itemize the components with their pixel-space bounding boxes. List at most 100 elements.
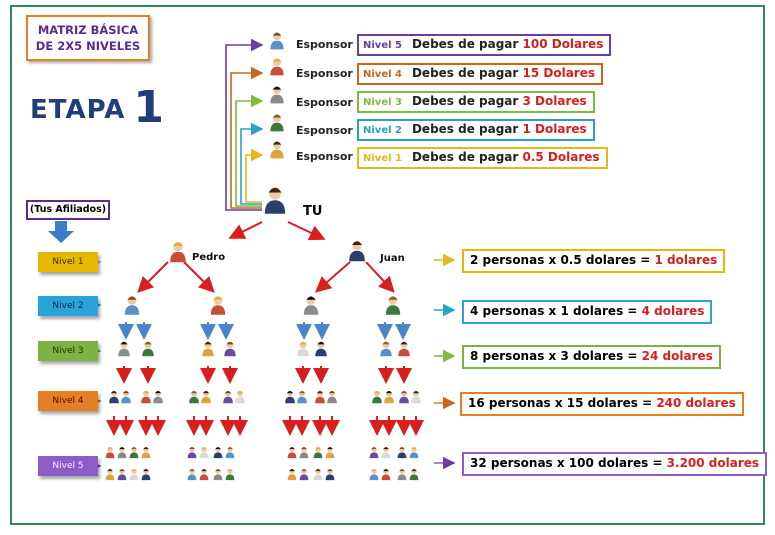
- pedro-icon: [170, 241, 186, 263]
- sponsor-2-text: Debes de pagar: [411, 122, 523, 136]
- sponsor-4-label: Esponsor 4: [296, 67, 365, 80]
- blue-arrows: [118, 322, 411, 340]
- level-5-person-icon: [187, 446, 197, 459]
- sponsor-5-text: Debes de pagar: [411, 37, 523, 51]
- sponsor-2-amount: 1 Dolares: [522, 122, 587, 136]
- level-5-person-icon: [199, 446, 209, 459]
- sponsor-2-label: Esponsor 2: [296, 124, 365, 137]
- level-4-person-icon: [109, 390, 119, 404]
- affiliates-label: (Tus Afiliados): [26, 200, 110, 220]
- level-4-calc: 16 personas x 15 dolares = 240 dolares: [460, 392, 744, 416]
- level-2-person-icon: [210, 296, 226, 315]
- title: MATRIZ BÁSICA DE 2X5 NIVELES: [35, 23, 141, 53]
- level-2-calc-result: 4 dolares: [641, 304, 705, 318]
- sponsor-4-amount: 15 Dolares: [522, 66, 596, 80]
- sponsor-1-level: Nivel 1: [363, 153, 402, 164]
- level-4-person-icon: [121, 390, 131, 404]
- level-2-badge: Nivel 2: [38, 296, 98, 316]
- level-1-badge: Nivel 1: [38, 252, 98, 272]
- level-3-calc: 8 personas x 3 dolares = 24 dolares: [462, 345, 721, 369]
- sponsor-5-label: Esponsor 5: [296, 38, 365, 51]
- you-icon: [264, 187, 286, 214]
- level-3-person-icon: [380, 341, 392, 357]
- level-5-person-icon: [381, 468, 391, 481]
- you-label: TU: [303, 204, 323, 219]
- red-down-arrows: [106, 366, 424, 436]
- level-4-person-icon: [235, 390, 245, 404]
- level-4-person-icon: [399, 390, 409, 404]
- level-4-person-icon: [223, 390, 233, 404]
- level-5-person-icon: [287, 446, 297, 459]
- level-3-calc-result: 24 dolares: [641, 349, 713, 363]
- sponsor-5-amount: 100 Dolares: [522, 37, 604, 51]
- level-arrows: [84, 253, 456, 473]
- level-2-person-icon: [124, 296, 140, 315]
- sponsor-3-label: Esponsor 3: [296, 96, 365, 109]
- level-2-calc-text: 4 personas x 1 dolares =: [470, 304, 642, 318]
- level-5-person-icon: [325, 468, 335, 481]
- level-3-person-icon: [202, 341, 214, 357]
- level-5-person-icon: [187, 468, 197, 481]
- sponsor-1-label: Esponsor 1: [296, 150, 365, 163]
- level-5-person-icon: [213, 468, 223, 481]
- level-5-person-icon: [369, 446, 379, 459]
- level-5-person-icon: [299, 446, 309, 459]
- level-4-person-icon: [141, 390, 151, 404]
- juan-label: Juan: [380, 253, 405, 264]
- level-5-badge: Nivel 5: [38, 456, 98, 476]
- level-5-person-icon: [199, 468, 209, 481]
- level-3-badge: Nivel 3: [38, 341, 98, 361]
- level-4-badge: Nivel 4: [38, 391, 98, 411]
- level-5-person-icon: [325, 446, 335, 459]
- level-5-person-icon: [213, 446, 223, 459]
- title-box: MATRIZ BÁSICA DE 2X5 NIVELES: [26, 15, 150, 61]
- level-5-person-icon: [409, 446, 419, 459]
- level-5-person-icon: [129, 446, 139, 459]
- level-5-person-icon: [369, 468, 379, 481]
- level-4-person-icon: [315, 390, 325, 404]
- level-4-person-icon: [189, 390, 199, 404]
- sponsor-3-amount: 3 Dolares: [522, 94, 587, 108]
- level-3-person-icon: [315, 341, 327, 357]
- level-5-calc: 32 personas x 100 dolares = 3.200 dolare…: [462, 452, 768, 476]
- level-2-person-icon: [303, 296, 319, 315]
- sponsor-icon: [270, 58, 284, 76]
- sponsor-1-amount: 0.5 Dolares: [522, 150, 600, 164]
- sponsor-3-text: Debes de pagar: [411, 94, 523, 108]
- juan-icon: [349, 240, 365, 262]
- level-5-person-icon: [129, 468, 139, 481]
- level-3-calc-text: 8 personas x 3 dolares =: [470, 349, 642, 363]
- sponsor-4-text: Debes de pagar: [411, 66, 523, 80]
- level-5-person-icon: [117, 446, 127, 459]
- stage-label: ETAPA: [30, 95, 126, 125]
- level-5-person-icon: [313, 468, 323, 481]
- level-4-person-icon: [285, 390, 295, 404]
- level-1-calc: 2 personas x 0.5 dolares = 1 dolares: [462, 249, 726, 273]
- level-5-person-icon: [105, 468, 115, 481]
- level-5-person-icon: [105, 446, 115, 459]
- level-4-person-icon: [372, 390, 382, 404]
- level-4-person-icon: [411, 390, 421, 404]
- level-3-person-icon: [142, 341, 154, 357]
- sponsor-connectors: [225, 38, 264, 211]
- level-4-person-icon: [327, 390, 337, 404]
- level-2-calc: 4 personas x 1 dolares = 4 dolares: [462, 300, 713, 324]
- stage-number: 1: [133, 82, 166, 133]
- level-2-person-icon: [385, 296, 401, 315]
- level-4-person-icon: [153, 390, 163, 404]
- sponsor-1-text: Debes de pagar: [411, 150, 523, 164]
- level-4-person-icon: [201, 390, 211, 404]
- level-5-person-icon: [299, 468, 309, 481]
- sponsor-1-box: Nivel 1 Debes de pagar 0.5 Dolares: [357, 147, 608, 169]
- level-5-person-icon: [141, 468, 151, 481]
- level-5-person-icon: [397, 446, 407, 459]
- sponsor-icon: [270, 32, 284, 50]
- affiliates-arrow: [48, 221, 74, 243]
- level-5-calc-text: 32 personas x 100 dolares =: [470, 456, 667, 470]
- level-3-person-icon: [118, 341, 130, 357]
